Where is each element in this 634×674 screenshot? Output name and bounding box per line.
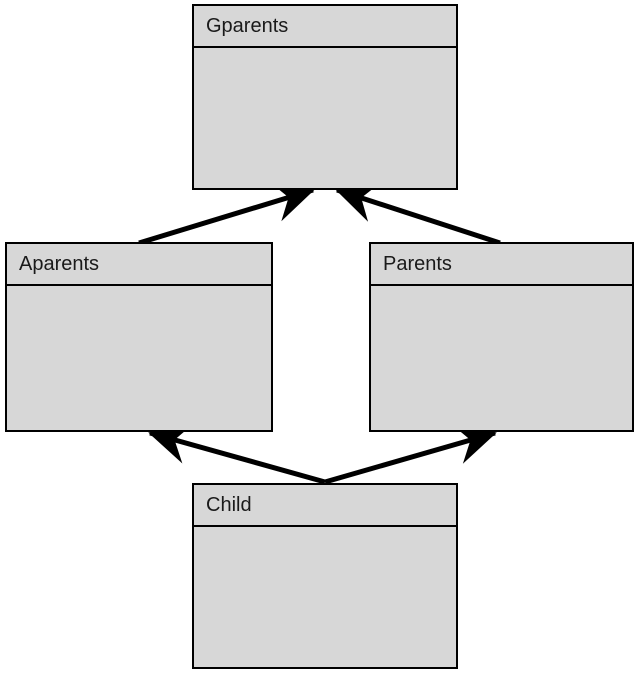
class-name-label: Aparents xyxy=(19,253,100,275)
class-attributes xyxy=(194,48,456,52)
edge-parents-to-gparents xyxy=(335,182,501,246)
edge-aparents-to-gparents xyxy=(138,181,315,246)
class-body xyxy=(194,48,456,52)
class-node-child[interactable]: Child xyxy=(192,483,458,669)
class-name-label: Gparents xyxy=(206,15,289,37)
edge-child-to-aparents xyxy=(148,423,326,485)
edge-line xyxy=(324,424,497,485)
class-node-aparents[interactable]: Aparents xyxy=(5,242,273,432)
class-name-label: Child xyxy=(206,494,252,516)
class-node-gparents[interactable]: Gparents xyxy=(192,4,458,190)
class-attributes xyxy=(7,286,271,290)
class-body xyxy=(7,286,271,290)
class-title-bar: Gparents xyxy=(194,6,456,48)
class-body xyxy=(371,286,632,290)
class-attributes xyxy=(194,527,456,531)
edge-line xyxy=(148,423,326,485)
class-title-bar: Parents xyxy=(371,244,632,286)
class-title-bar: Child xyxy=(194,485,456,527)
class-attributes xyxy=(371,286,632,290)
class-name-label: Parents xyxy=(383,253,452,275)
edge-line xyxy=(335,182,501,246)
class-body xyxy=(194,527,456,531)
edge-child-to-parents xyxy=(324,424,497,485)
edge-line xyxy=(138,181,315,246)
class-title-bar: Aparents xyxy=(7,244,271,286)
class-node-parents[interactable]: Parents xyxy=(369,242,634,432)
